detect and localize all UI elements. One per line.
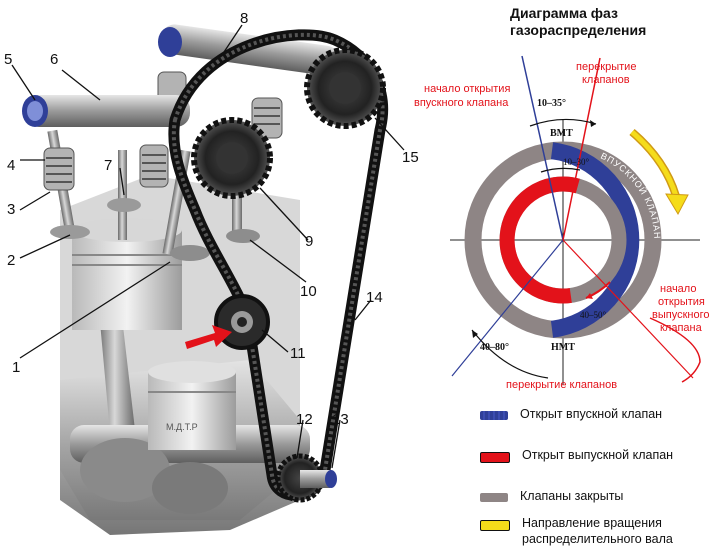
overlap-top-line1: перекрытие <box>576 61 636 73</box>
legend-label-rotation: Направление вращения распределительного … <box>522 516 673 546</box>
exhaust-start-line3: выпускного <box>652 309 709 321</box>
connecting-rod <box>98 300 135 432</box>
part-label-9: 9 <box>305 233 313 250</box>
camshaft-gear-upper <box>304 47 386 129</box>
legend-item-rotation: Направление вращения распределительного … <box>480 515 720 547</box>
part-label-11: 11 <box>290 345 306 362</box>
part-label-14: 14 <box>366 289 383 306</box>
tensioner-pulley <box>214 294 270 350</box>
piston-stamp: М.Д.Т.Р <box>166 422 198 432</box>
legend-item-intake: Открыт впускной клапан <box>480 406 720 422</box>
intake-open-arc <box>550 142 640 338</box>
part-label-15: 15 <box>402 149 419 166</box>
angle-exhaust-open: 40–50° <box>580 310 607 320</box>
intake-start-line1: начало открытия <box>424 83 510 95</box>
leader-lines <box>11 24 405 469</box>
legend-swatch-rotation <box>480 520 510 531</box>
overlap-top-line2: клапанов <box>582 74 630 86</box>
piston-2: М.Д.Т.Р <box>148 361 236 450</box>
bmt-label: ВМТ <box>550 128 573 139</box>
exhaust-start-line4: клапана <box>660 322 703 334</box>
valve-timing-diagram: Диаграмма фаз газораспределения ВПУСКНОЙ… <box>414 5 709 391</box>
legend-swatch-exhaust <box>480 452 510 463</box>
part-label-7: 7 <box>104 157 112 174</box>
exhaust-open-arc <box>499 176 580 304</box>
part-label-3: 3 <box>7 201 15 218</box>
part-label-10: 10 <box>300 283 317 300</box>
camshaft-gear-lower <box>191 117 273 199</box>
engine-illustration: М.Д.Т.Р <box>4 10 419 535</box>
nmt-label: НМТ <box>551 342 575 353</box>
part-label-6: 6 <box>50 51 58 68</box>
part-label-1: 1 <box>12 359 20 376</box>
angle-intake-close: 40–80° <box>480 342 509 353</box>
crankshaft-end <box>300 470 337 488</box>
diagram-title-line1: Диаграмма фаз <box>510 5 618 21</box>
angle-intake-open: 10–35° <box>537 98 566 109</box>
legend-item-closed: Клапаны закрыты <box>480 488 720 504</box>
part-label-4: 4 <box>7 157 15 174</box>
angle-exhaust-close: 10–30° <box>563 157 590 167</box>
crank-counterweight <box>80 438 170 502</box>
legend-swatch-intake <box>480 411 508 420</box>
legend-label-exhaust: Открыт выпускной клапан <box>522 448 674 462</box>
part-label-13: 13 <box>332 411 349 428</box>
diagram-title-line2: газораспределения <box>510 22 646 38</box>
legend-item-exhaust: Открыт выпускной клапан <box>480 447 720 463</box>
part-label-2: 2 <box>7 252 15 269</box>
exhaust-start-line1: начало <box>660 283 696 295</box>
exhaust-start-line2: открытия <box>658 296 705 308</box>
intake-start-line2: впускного клапана <box>414 97 509 109</box>
part-label-8: 8 <box>240 10 248 27</box>
red-arrow <box>185 325 232 349</box>
legend-label-intake: Открыт впускной клапан <box>520 407 663 421</box>
part-label-5: 5 <box>4 51 12 68</box>
legend-swatch-closed <box>480 493 508 502</box>
legend-label-closed: Клапаны закрыты <box>520 489 624 503</box>
rocker-shaft <box>22 95 190 127</box>
overlap-bottom: перекрытие клапанов <box>506 379 617 391</box>
part-label-12: 12 <box>296 411 313 428</box>
